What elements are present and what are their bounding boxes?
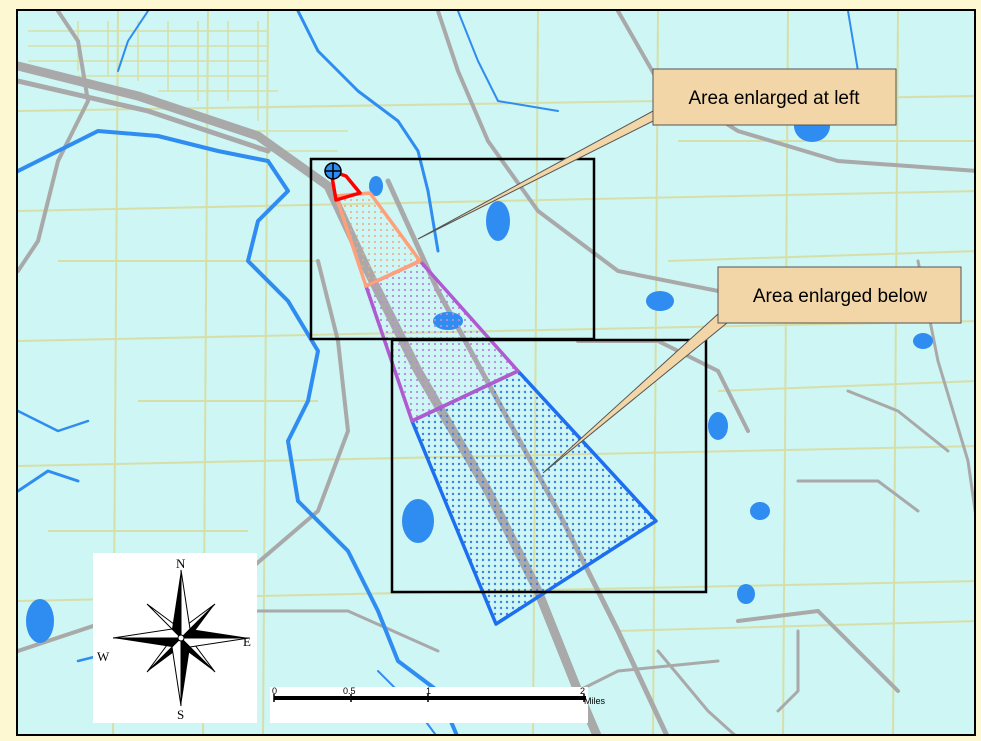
compass-west: W <box>97 649 110 664</box>
compass-rose-icon: N S E W <box>97 556 251 722</box>
callout-label-left: Area enlarged at left <box>688 88 860 109</box>
map-frame[interactable]: Area enlarged at left Area enlarged belo… <box>16 9 976 736</box>
compass-east: E <box>243 634 251 649</box>
compass-north: N <box>176 556 186 571</box>
map-canvas[interactable]: Area enlarged at left Area enlarged belo… <box>18 11 976 736</box>
scale-tick-1: 1 <box>426 686 431 696</box>
callout-pointer-left <box>417 110 674 240</box>
callout-box-below <box>717 266 962 324</box>
scale-unit: Miles <box>584 696 606 706</box>
scale-tick-0: 0 <box>272 686 277 696</box>
left-margin <box>0 0 16 741</box>
callout-area-enlarged-left[interactable]: Area enlarged at left <box>417 68 897 240</box>
scale-bar: 0 0.5 1 2 Miles <box>270 686 606 723</box>
enlarged-extent-below[interactable] <box>390 338 708 594</box>
scale-tick-0-5: 0.5 <box>343 686 356 696</box>
callout-area-enlarged-below[interactable]: Area enlarged below <box>542 266 962 474</box>
compass-south: S <box>177 707 184 722</box>
callout-box-left <box>652 68 897 126</box>
compass-rose: N S E W <box>93 553 257 723</box>
scale-tick-2: 2 <box>580 686 585 696</box>
wellhead-crosshair-icon[interactable] <box>324 162 342 180</box>
callout-label-below: Area enlarged below <box>753 286 928 307</box>
